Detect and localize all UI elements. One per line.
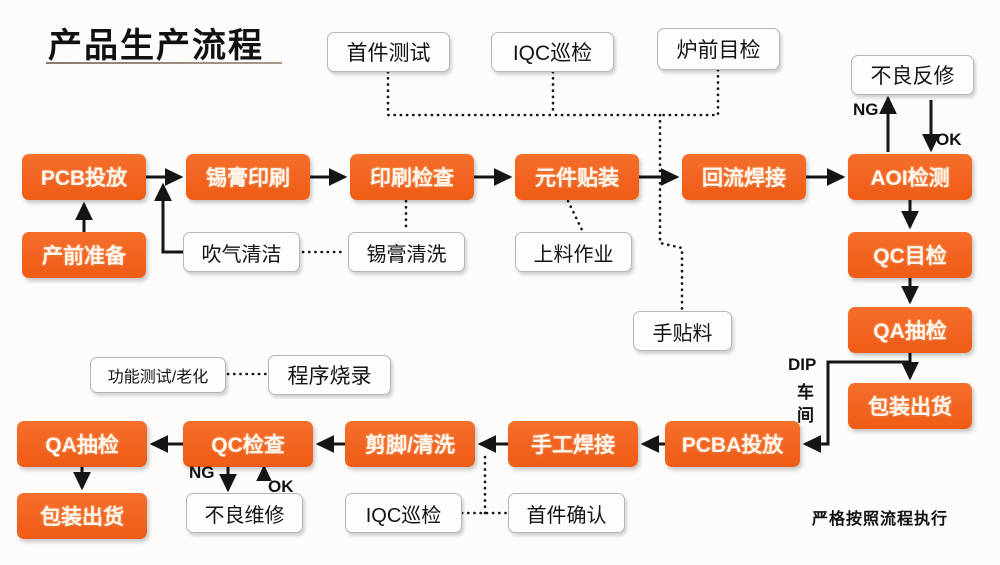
node-chui-qi-qing-jie[interactable]: 吹气清洁 — [183, 232, 300, 272]
edge-dip-branch — [802, 360, 910, 453]
label-dip-line-3: 间 — [797, 406, 814, 425]
node-pcba-tou-fang[interactable]: PCBA投放 — [665, 421, 800, 467]
dotted-yuanjian-to-shangliao — [566, 199, 585, 234]
node-shang-liao-zuo-ye[interactable]: 上料作业 — [515, 232, 632, 272]
node-qa-chou-jian-top[interactable]: QA抽检 — [848, 307, 972, 353]
node-qc-mu-jian[interactable]: QC目检 — [848, 232, 972, 278]
node-iqc-xun-jian-top[interactable]: IQC巡检 — [491, 32, 614, 72]
node-shou-jian-ce-shi[interactable]: 首件测试 — [327, 32, 450, 72]
label-dip-line-1: DIP — [788, 355, 817, 374]
dotted-bus-down-to-shoutieliao — [658, 113, 684, 313]
node-gong-neng-ce-shi-lao-hua[interactable]: 功能测试/老化 — [90, 357, 226, 393]
node-xi-gao-qing-xi[interactable]: 锡膏清洗 — [348, 232, 465, 272]
dotted-luqian-to-bus — [658, 68, 720, 117]
node-shou-gong-han-jie[interactable]: 手工焊接 — [508, 421, 638, 467]
node-hui-liu-han-jie[interactable]: 回流焊接 — [682, 154, 806, 200]
node-yuan-jian-tie-zhuang[interactable]: 元件贴装 — [515, 154, 639, 200]
footer-note: 严格按照流程执行 — [812, 511, 949, 528]
node-yin-shua-jian-cha[interactable]: 印刷检查 — [350, 154, 474, 200]
node-qc-jian-cha[interactable]: QC检查 — [183, 421, 313, 467]
label-ok-top: OK — [936, 130, 962, 149]
node-xi-gao-yin-shua[interactable]: 锡膏印刷 — [186, 154, 310, 200]
node-pcb-tou-fang[interactable]: PCB投放 — [22, 154, 146, 200]
label-ok-bottom: OK — [268, 477, 294, 496]
node-bu-liang-wei-xiu[interactable]: 不良维修 — [186, 493, 303, 533]
node-qa-chou-jian-bottom[interactable]: QA抽检 — [17, 421, 147, 467]
node-shou-jian-que-ren[interactable]: 首件确认 — [508, 493, 625, 533]
node-bao-zhuang-chu-huo-top[interactable]: 包装出货 — [848, 383, 972, 429]
node-jian-jiao-qing-xi[interactable]: 剪脚/清洗 — [345, 421, 475, 467]
node-chan-qian-zhun-bei[interactable]: 产前准备 — [22, 232, 146, 278]
edge-chuiqi-to-line — [154, 182, 183, 254]
label-dip-line-2: 车 — [797, 383, 814, 402]
dotted-shoujian-to-bus — [386, 70, 662, 117]
node-bu-liang-fan-xiu[interactable]: 不良反修 — [851, 55, 974, 95]
title-underline — [46, 62, 282, 64]
label-ng-bottom: NG — [189, 463, 215, 482]
node-cheng-xu-shao-lu[interactable]: 程序烧录 — [268, 355, 391, 395]
node-iqc-xun-jian-bottom[interactable]: IQC巡检 — [345, 493, 462, 533]
label-ng-top: NG — [853, 100, 879, 119]
node-shou-tie-liao[interactable]: 手贴料 — [633, 311, 732, 351]
node-lu-qian-mu-jian[interactable]: 炉前目检 — [657, 28, 780, 70]
node-aoi-jian-ce[interactable]: AOI检测 — [848, 154, 972, 200]
node-bao-zhuang-chu-huo-bottom[interactable]: 包装出货 — [17, 493, 147, 539]
page-title: 产品生产流程 — [48, 27, 264, 65]
